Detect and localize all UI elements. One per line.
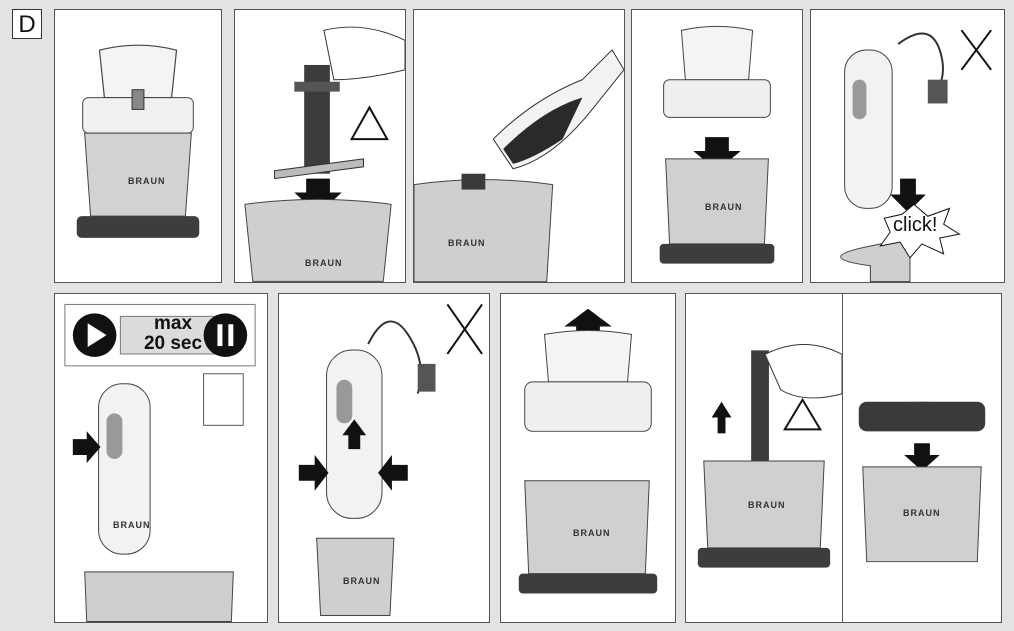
remove-blade-illustration xyxy=(697,343,842,568)
operate-illustration xyxy=(64,303,256,622)
brand-logo: BRAUN xyxy=(305,258,343,268)
step-6-operate: max 20 sec BRAUN xyxy=(54,293,268,623)
brand-logo: BRAUN xyxy=(903,508,941,518)
step-9-remove-blade: BRAUN xyxy=(685,293,843,623)
step-7-squeeze-release: BRAUN xyxy=(278,293,490,623)
attach-lid-illustration xyxy=(659,25,775,264)
blade-insert-illustration xyxy=(244,26,405,282)
attach-motor-illustration xyxy=(840,29,992,282)
section-label: D xyxy=(12,9,42,39)
step-2-insert-blade: BRAUN xyxy=(234,9,406,283)
remove-lid-illustration xyxy=(518,308,658,594)
brand-logo: BRAUN xyxy=(128,176,166,186)
brand-logo: BRAUN xyxy=(448,238,486,248)
step-10-store-lid: BRAUN xyxy=(842,293,1002,623)
click-badge: click! xyxy=(893,214,938,236)
squeeze-release-illustration xyxy=(298,303,483,616)
brand-logo: BRAUN xyxy=(748,500,786,510)
step-4-attach-lid: BRAUN xyxy=(631,9,803,283)
step-1-assembled-chopper: BRAUN xyxy=(54,9,222,283)
duration-label: 20 sec xyxy=(143,333,203,354)
step-8-remove-lid: BRAUN xyxy=(500,293,676,623)
brand-logo: BRAUN xyxy=(573,528,611,538)
fill-ingredients-illustration xyxy=(414,49,624,282)
store-lid-illustration xyxy=(858,401,986,563)
max-label: max xyxy=(153,313,193,334)
brand-logo: BRAUN xyxy=(705,202,743,212)
step-5-attach-motor: click! xyxy=(810,9,1005,283)
brand-logo: BRAUN xyxy=(113,520,151,530)
brand-logo: BRAUN xyxy=(343,576,381,586)
step-3-fill-beaker: BRAUN xyxy=(413,9,625,283)
chopper-illustration xyxy=(76,44,200,238)
